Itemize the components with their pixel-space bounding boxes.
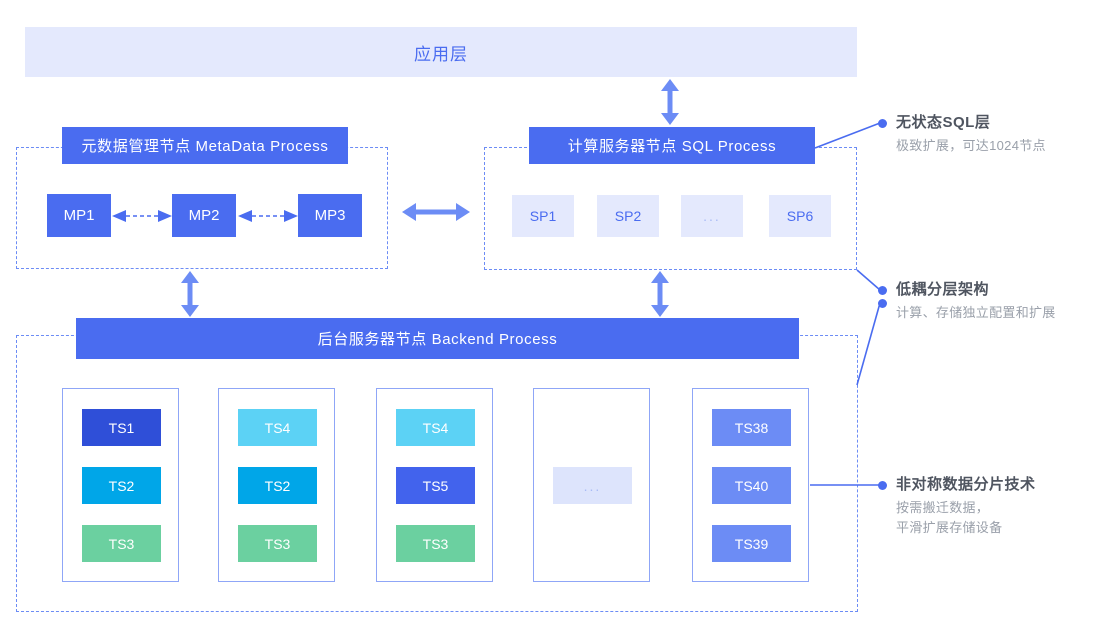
annotation-subtitle: 极致扩展，可达1024节点 [896, 136, 1046, 156]
metadata-process-header: 元数据管理节点 MetaData Process [62, 127, 348, 164]
sql-node-label: SP6 [786, 208, 814, 224]
storage-group-2: TS4 TS2 TS3 [218, 388, 335, 582]
storage-node[interactable]: TS2 [82, 467, 161, 504]
annotation-dot-3 [878, 481, 887, 490]
storage-node-label: TS39 [734, 535, 769, 552]
backend-process-header-label: 后台服务器节点 Backend Process [317, 331, 558, 348]
sql-process-header-label: 计算服务器节点 SQL Process [567, 138, 777, 155]
storage-group-5: TS38 TS40 TS39 [692, 388, 809, 582]
annotation-subtitle-line: 按需搬迁数据， [896, 500, 990, 515]
sql-node-label: SP2 [614, 208, 642, 224]
annotation-text: 非对称数据分片技术 按需搬迁数据， 平滑扩展存储设备 [896, 473, 1036, 537]
annotation-title: 低耦分层架构 [896, 281, 990, 298]
annotation-subtitle-line: 极致扩展，可达1024节点 [896, 138, 1046, 153]
metadata-node-mp1[interactable]: MP1 [47, 194, 111, 237]
storage-node[interactable]: TS1 [82, 409, 161, 446]
storage-node-label: TS40 [734, 477, 769, 494]
sql-to-backend-arrow-icon [651, 271, 669, 317]
storage-group-ellipsis: ... [533, 388, 650, 582]
annotation-subtitle: 计算、存储独立配置和扩展 [896, 303, 1056, 323]
storage-node[interactable]: TS40 [712, 467, 791, 504]
annotation-title: 无状态SQL层 [896, 114, 991, 131]
storage-node[interactable]: TS3 [238, 525, 317, 562]
sql-node-sp1[interactable]: SP1 [512, 195, 574, 237]
storage-node-label: TS2 [264, 477, 291, 494]
storage-node-label: TS1 [108, 419, 135, 436]
storage-node[interactable]: TS3 [396, 525, 475, 562]
storage-node-label: TS5 [422, 477, 449, 494]
metadata-to-sql-arrow-icon [402, 203, 470, 221]
annotation-subtitle-line: 计算、存储独立配置和扩展 [896, 305, 1056, 320]
mp1-mp2-link-icon [112, 210, 172, 222]
storage-node[interactable]: TS39 [712, 525, 791, 562]
app-to-sql-arrow-icon [661, 79, 679, 125]
storage-node-label: TS3 [264, 535, 291, 552]
application-layer-banner: 应用层 [25, 27, 857, 77]
mp2-mp3-link-icon [238, 210, 298, 222]
storage-node[interactable]: TS3 [82, 525, 161, 562]
annotation-subtitle-line: 平滑扩展存储设备 [896, 519, 1003, 535]
storage-node[interactable]: TS4 [238, 409, 317, 446]
annotation-dot-1 [878, 119, 887, 128]
storage-node[interactable]: TS2 [238, 467, 317, 504]
storage-node-label: TS2 [108, 477, 135, 494]
storage-node-label: TS4 [264, 419, 291, 436]
storage-node-label: TS38 [734, 419, 769, 436]
annotation-dot-2a [878, 286, 887, 295]
sql-node-sp2[interactable]: SP2 [597, 195, 659, 237]
storage-node-label: ... [583, 477, 602, 494]
storage-node[interactable]: TS4 [396, 409, 475, 446]
metadata-node-mp2[interactable]: MP2 [172, 194, 236, 237]
storage-node-label: TS4 [422, 419, 449, 436]
annotation-dot-2b [878, 299, 887, 308]
application-layer-label: 应用层 [414, 44, 468, 64]
annotation-subtitle: 按需搬迁数据， 平滑扩展存储设备 [896, 498, 1036, 537]
storage-node-ellipsis: ... [553, 467, 632, 504]
storage-node[interactable]: TS5 [396, 467, 475, 504]
storage-node[interactable]: TS38 [712, 409, 791, 446]
metadata-node-label: MP3 [314, 207, 346, 224]
metadata-to-backend-arrow-icon [181, 271, 199, 317]
annotation-text: 无状态SQL层 极致扩展，可达1024节点 [896, 111, 1046, 156]
sql-process-header: 计算服务器节点 SQL Process [529, 127, 815, 164]
sql-node-ellipsis: ... [681, 195, 743, 237]
metadata-node-label: MP1 [63, 207, 95, 224]
storage-node-label: TS3 [422, 535, 449, 552]
annotation-text: 低耦分层架构 计算、存储独立配置和扩展 [896, 278, 1056, 323]
storage-node-label: TS3 [108, 535, 135, 552]
storage-group-1: TS1 TS2 TS3 [62, 388, 179, 582]
metadata-node-mp3[interactable]: MP3 [298, 194, 362, 237]
sql-node-label: ... [703, 208, 721, 224]
sql-node-sp6[interactable]: SP6 [769, 195, 831, 237]
backend-process-header: 后台服务器节点 Backend Process [76, 318, 799, 359]
metadata-node-label: MP2 [188, 207, 220, 224]
annotation-title: 非对称数据分片技术 [896, 476, 1036, 493]
storage-group-3: TS4 TS5 TS3 [376, 388, 493, 582]
sql-node-label: SP1 [529, 208, 557, 224]
metadata-process-header-label: 元数据管理节点 MetaData Process [81, 138, 329, 155]
